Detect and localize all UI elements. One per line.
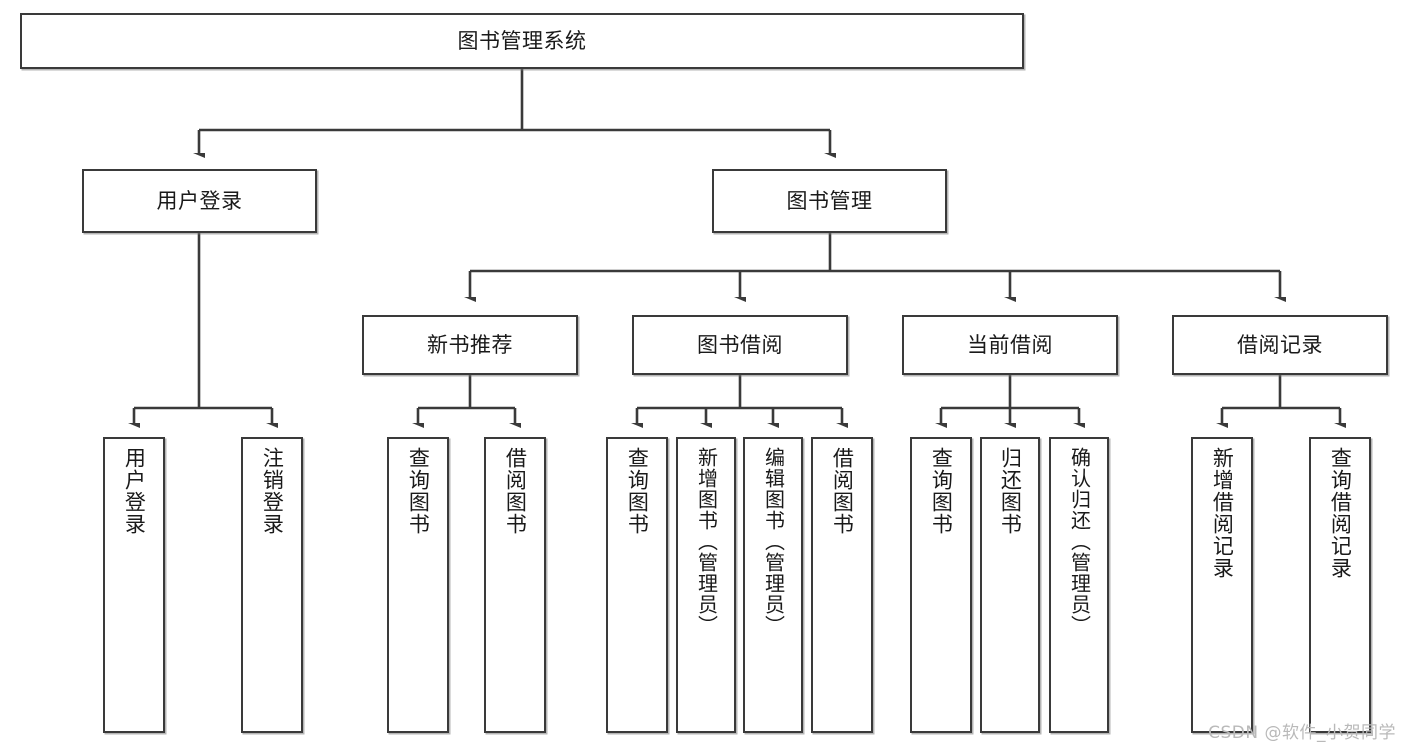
node-label: 图书借阅 bbox=[697, 332, 783, 357]
node-new-book-recommendation[interactable]: 新书推荐 bbox=[362, 315, 578, 375]
node-label: 查询图书 bbox=[625, 447, 650, 535]
node-label: 借阅图书 bbox=[503, 447, 528, 535]
node-leaf-query-borrow-record[interactable]: 查询借阅记录 bbox=[1309, 437, 1371, 733]
node-label: 归还图书 bbox=[998, 447, 1023, 535]
node-book-management[interactable]: 图书管理 bbox=[712, 169, 947, 233]
node-label: 新书推荐 bbox=[427, 332, 513, 357]
node-user-login[interactable]: 用户登录 bbox=[82, 169, 317, 233]
node-leaf-query-books-rec[interactable]: 查询图书 bbox=[387, 437, 449, 733]
node-label: 用户登录 bbox=[156, 188, 243, 213]
node-label: 新增借阅记录 bbox=[1210, 447, 1235, 579]
node-leaf-confirm-return-admin[interactable]: 确认归还（管理员） bbox=[1049, 437, 1109, 733]
node-root-book-management-system[interactable]: 图书管理系统 bbox=[20, 13, 1024, 69]
node-label: 编辑图书（管理员） bbox=[761, 447, 786, 636]
node-leaf-edit-book-admin[interactable]: 编辑图书（管理员） bbox=[743, 437, 803, 733]
node-label: 图书管理 bbox=[786, 188, 873, 213]
node-label: 查询图书 bbox=[929, 447, 954, 535]
node-leaf-borrow-books-rec[interactable]: 借阅图书 bbox=[484, 437, 546, 733]
node-leaf-return-books[interactable]: 归还图书 bbox=[980, 437, 1040, 733]
node-leaf-query-books-current[interactable]: 查询图书 bbox=[910, 437, 972, 733]
node-borrowing-record[interactable]: 借阅记录 bbox=[1172, 315, 1388, 375]
node-label: 当前借阅 bbox=[967, 332, 1053, 357]
node-leaf-query-books-borrow[interactable]: 查询图书 bbox=[606, 437, 668, 733]
node-label: 借阅图书 bbox=[830, 447, 855, 535]
node-label: 查询图书 bbox=[406, 447, 431, 535]
node-current-borrowing[interactable]: 当前借阅 bbox=[902, 315, 1118, 375]
node-label: 查询借阅记录 bbox=[1328, 447, 1353, 579]
node-label: 借阅记录 bbox=[1237, 332, 1323, 357]
node-leaf-add-book-admin[interactable]: 新增图书（管理员） bbox=[676, 437, 736, 733]
node-label: 图书管理系统 bbox=[457, 28, 587, 53]
node-label: 确认归还（管理员） bbox=[1067, 447, 1092, 636]
node-label: 新增图书（管理员） bbox=[694, 447, 719, 636]
node-leaf-add-borrow-record[interactable]: 新增借阅记录 bbox=[1191, 437, 1253, 733]
node-label: 用户登录 bbox=[122, 447, 147, 535]
node-book-borrowing[interactable]: 图书借阅 bbox=[632, 315, 848, 375]
node-leaf-borrow-books[interactable]: 借阅图书 bbox=[811, 437, 873, 733]
watermark-text: CSDN @软件_小贺同学 bbox=[1208, 723, 1396, 743]
node-leaf-user-login[interactable]: 用户登录 bbox=[103, 437, 165, 733]
node-leaf-logout[interactable]: 注销登录 bbox=[241, 437, 303, 733]
node-label: 注销登录 bbox=[260, 447, 285, 535]
